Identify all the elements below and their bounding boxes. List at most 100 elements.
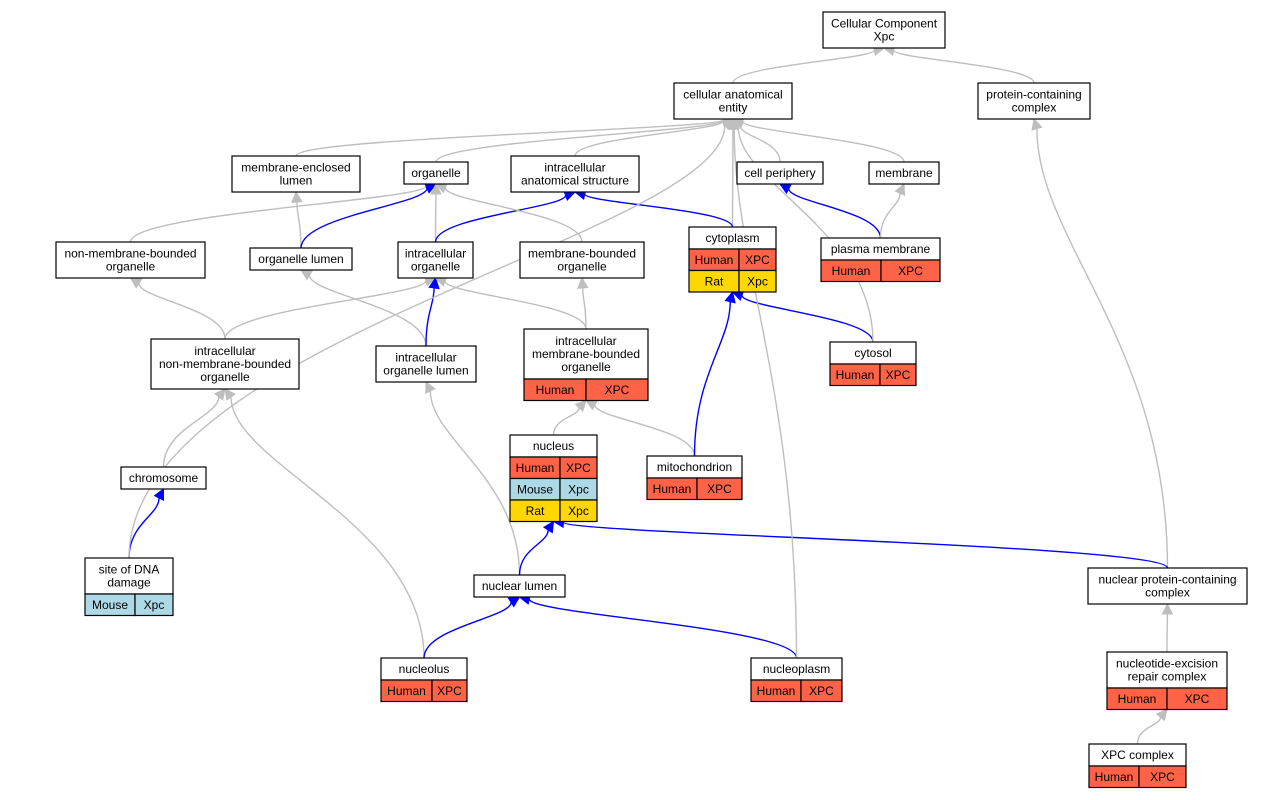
gene-cell bbox=[559, 499, 598, 523]
edge-arrowhead bbox=[1155, 708, 1168, 722]
gene-label: XPC bbox=[605, 383, 630, 397]
part-of-edge-mito-to-cyto bbox=[693, 301, 731, 457]
term-label-line: chromosome bbox=[129, 471, 199, 485]
term-label-line: organelle bbox=[411, 260, 461, 274]
gene-label: XPC bbox=[1150, 770, 1175, 784]
term-label-line: non-membrane-bounded bbox=[64, 247, 196, 261]
is-a-edge-nmbo-to-org bbox=[129, 185, 427, 243]
term-node-chrom[interactable]: chromosome bbox=[120, 466, 207, 490]
edge-arrowhead bbox=[574, 399, 587, 413]
part-of-edge-cyto-to-ias bbox=[584, 193, 734, 228]
part-of-edge-nl-to-nucleus bbox=[518, 529, 549, 576]
term-node-nl[interactable]: nuclear lumen bbox=[473, 574, 566, 598]
term-label-box bbox=[673, 82, 793, 120]
term-node-cper[interactable]: cell periphery bbox=[736, 161, 824, 185]
is-a-edge-org-to-cae bbox=[435, 119, 724, 163]
term-label-box bbox=[523, 328, 649, 380]
species-label: Human bbox=[653, 482, 692, 496]
edge-arrowhead bbox=[291, 190, 303, 203]
species-label: Rat bbox=[526, 504, 545, 518]
term-label-line: membrane bbox=[875, 166, 933, 180]
edge-arrowhead bbox=[894, 182, 906, 196]
species-label: Mouse bbox=[92, 598, 128, 612]
term-label-box bbox=[375, 345, 477, 383]
gene-label: XPC bbox=[566, 461, 591, 475]
is-a-edge-nucleolus-to-inmbo bbox=[230, 397, 425, 659]
term-label-line: membrane-bounded bbox=[532, 347, 640, 361]
term-node-imbo[interactable]: intracellularmembrane-boundedorganelleHu… bbox=[523, 328, 649, 402]
is-a-edge-imbo-to-mbo bbox=[582, 287, 587, 330]
term-label-line: entity bbox=[719, 101, 748, 115]
part-of-edge-npcc-to-nucleus bbox=[562, 521, 1169, 569]
term-label-box bbox=[1087, 567, 1248, 605]
term-node-inmbo[interactable]: intracellularnon-membrane-boundedorganel… bbox=[150, 338, 300, 390]
term-node-mem[interactable]: membrane bbox=[868, 161, 940, 185]
species-label: Human bbox=[832, 264, 871, 278]
is-a-edge-ias-to-cae bbox=[574, 120, 724, 157]
term-label-line: nucleoplasm bbox=[763, 662, 830, 676]
term-label-box bbox=[510, 155, 640, 193]
is-a-edge-npcc-to-pcc bbox=[1036, 128, 1169, 569]
is-a-edge-imbo-to-io bbox=[444, 280, 587, 330]
is-a-edge-inmbo-to-io bbox=[224, 280, 427, 340]
gene-cell bbox=[134, 593, 174, 617]
term-label-box bbox=[822, 11, 946, 49]
species-label: Human bbox=[1118, 692, 1157, 706]
species-label: Human bbox=[516, 461, 555, 475]
term-node-org[interactable]: organelle bbox=[403, 161, 469, 185]
edge-arrowhead bbox=[585, 399, 598, 411]
term-label-line: nucleus bbox=[533, 439, 574, 453]
gene-label: XPC bbox=[1185, 692, 1210, 706]
term-label-line: nucleolus bbox=[399, 662, 450, 676]
edge-arrowhead bbox=[577, 276, 589, 289]
term-node-ol[interactable]: organelle lumen bbox=[249, 247, 353, 271]
term-label-box bbox=[868, 161, 940, 185]
species-label: Human bbox=[387, 684, 426, 698]
term-label-box bbox=[403, 161, 469, 185]
term-label-line: membrane-enclosed bbox=[241, 161, 350, 175]
edge-arrowhead bbox=[1031, 117, 1043, 131]
term-label-line: organelle bbox=[561, 360, 611, 374]
species-label: Mouse bbox=[517, 483, 553, 497]
term-label-line: nuclear protein-containing bbox=[1098, 573, 1236, 587]
term-label-line: intracellular bbox=[194, 344, 255, 358]
is-a-edge-inmbo-to-nmbo bbox=[138, 283, 226, 340]
part-of-edge-nucleolus-to-nl bbox=[423, 602, 512, 659]
gene-label: XPC bbox=[707, 482, 732, 496]
is-a-edge-mel-to-cae bbox=[295, 119, 724, 157]
is-a-edge-mbo-to-org bbox=[444, 187, 583, 243]
edge-arrowhead bbox=[542, 520, 555, 534]
edge-arrowhead bbox=[213, 388, 226, 401]
term-label-line: non-membrane-bounded bbox=[159, 357, 291, 371]
gene-cell bbox=[431, 679, 468, 703]
gene-label: XPC bbox=[886, 368, 911, 382]
term-label-line: nucleotide-excision bbox=[1116, 657, 1218, 671]
part-of-edge-ol-to-org bbox=[300, 187, 428, 249]
gene-label: Xpc bbox=[747, 275, 768, 289]
species-label: Human bbox=[536, 383, 575, 397]
gene-cell bbox=[879, 363, 917, 387]
term-label-line: mitochondrion bbox=[657, 460, 732, 474]
